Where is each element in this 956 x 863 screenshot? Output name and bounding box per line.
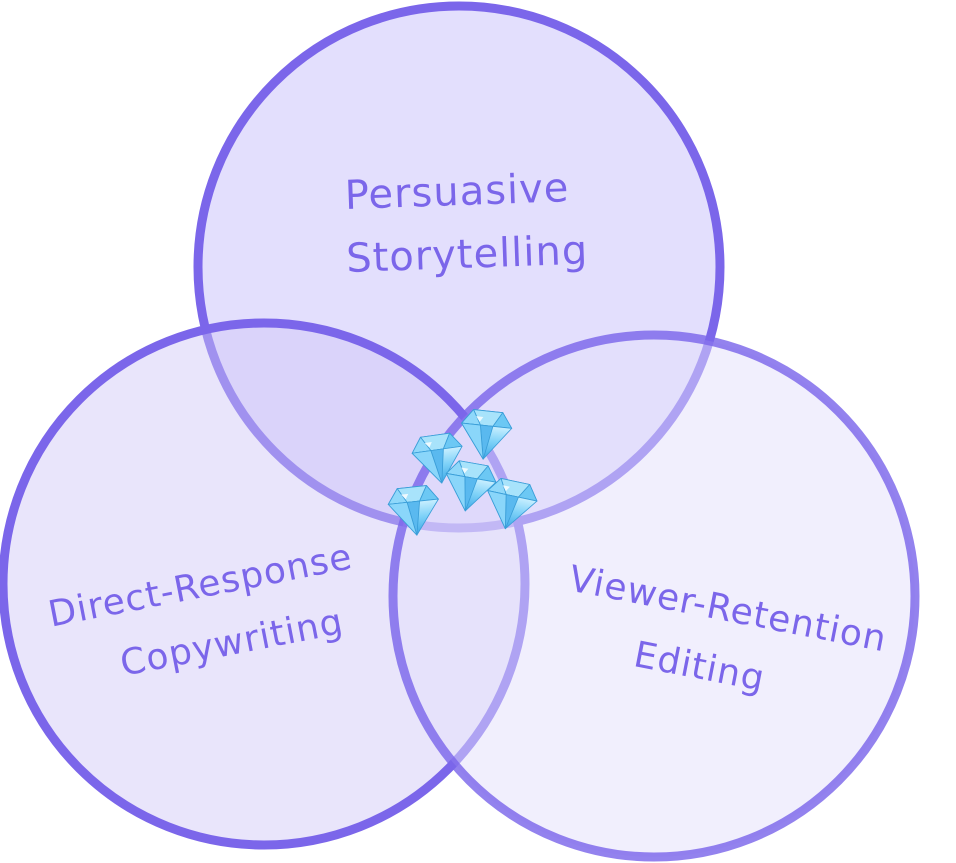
- label-top-line2: Storytelling: [345, 228, 589, 282]
- label-top-line1: Persuasive: [344, 165, 570, 219]
- label-top: Persuasive Storytelling: [344, 165, 589, 282]
- circle-viewer-retention-editing: [388, 330, 920, 862]
